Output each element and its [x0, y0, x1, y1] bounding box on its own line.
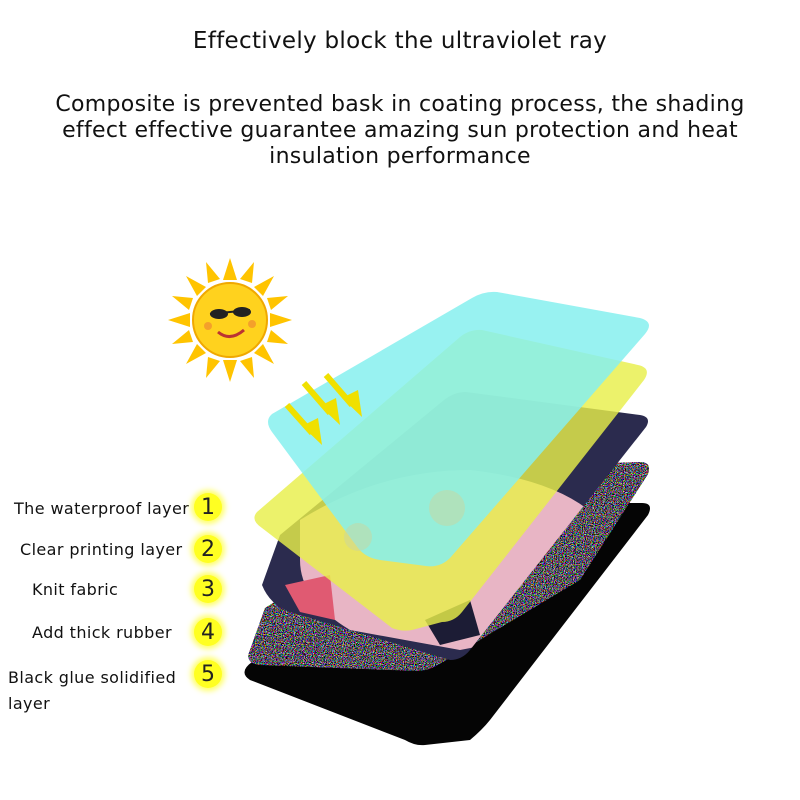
- print-dot-right: [429, 490, 465, 526]
- layer-number-badge-1: 1: [194, 493, 222, 521]
- layer-label-4: Add thick rubber: [32, 623, 172, 642]
- uv-ray-arrows-icon: [284, 373, 362, 445]
- layer-number-badge-4: 4: [194, 618, 222, 646]
- layer-number-badge-5: 5: [194, 660, 222, 688]
- print-dot-left: [344, 523, 372, 551]
- sun-icon: [168, 258, 292, 382]
- layer-number-badge-2: 2: [194, 535, 222, 563]
- layer-label-1: The waterproof layer: [14, 499, 190, 518]
- layer-waterproof: [268, 291, 649, 567]
- layer-label-2: Clear printing layer: [20, 540, 183, 559]
- layer-label-5: Black glue solidified layer: [8, 668, 177, 713]
- page-description: Composite is prevented bask in coating p…: [55, 92, 745, 169]
- layer-number-badge-3: 3: [194, 575, 222, 603]
- page-title: Effectively block the ultraviolet ray: [192, 28, 608, 54]
- layer-label-3: Knit fabric: [32, 580, 119, 599]
